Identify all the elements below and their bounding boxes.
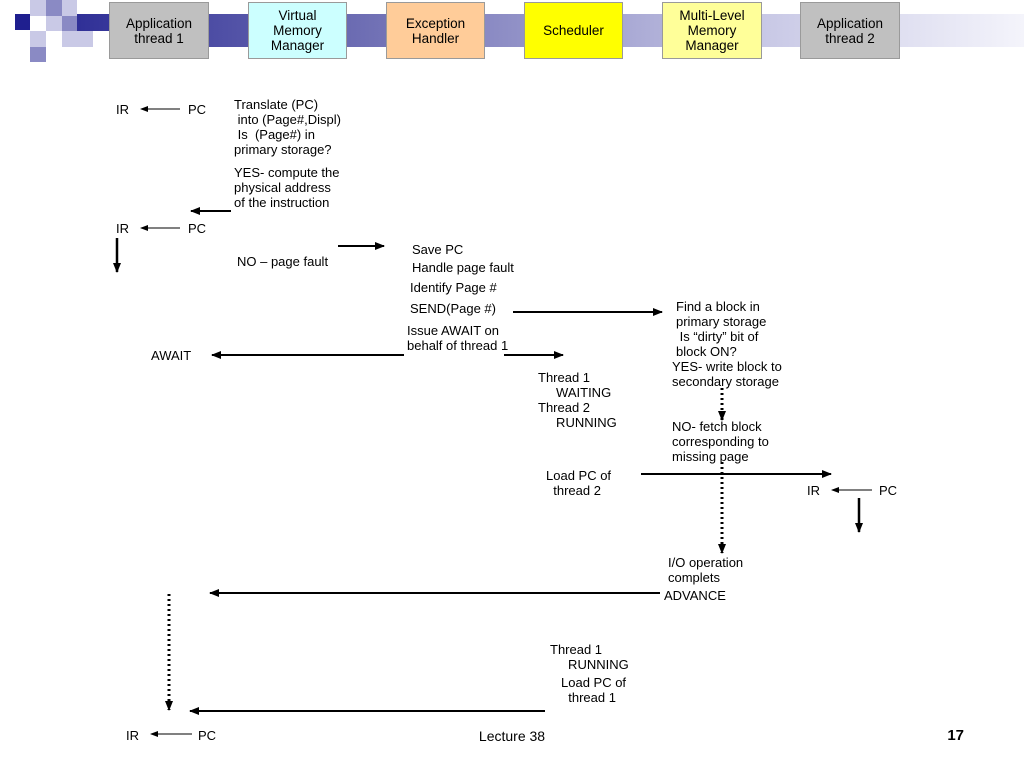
label-save-pc: Save PC [412,242,464,257]
label-load-pc-thread-1: Load PC of thread 1 [561,675,627,705]
header-box-exception-handler: Exception Handler [386,2,485,59]
label-thread-status-waiting: Thread 1 WAITING Thread 2 RUNNING [538,370,617,430]
label-issue-await: Issue AWAIT on behalf of thread 1 [407,323,509,353]
label-load-pc-thread-2: Load PC of thread 2 [546,468,612,498]
label-yes-compute: YES- compute the physical address of the… [234,165,340,210]
label-pc-3: PC [879,483,898,498]
label-no-fetch: NO- fetch block corresponding to missing… [672,419,769,464]
label-pc-1: PC [188,102,207,117]
label-await: AWAIT [151,348,192,363]
header-box-application-thread-2: Application thread 2 [800,2,900,59]
label-send-page: SEND(Page #) [410,301,496,316]
header-box-virtual-memory-manager: Virtual Memory Manager [248,2,347,59]
label-ir-4: IR [126,728,139,743]
header-box-multi-level-memory-manager: Multi-Level Memory Manager [662,2,762,59]
label-pc-4: PC [198,728,217,743]
label-find-block: Find a block in primary storage Is “dirt… [676,299,767,359]
page-number: 17 [947,727,964,744]
label-ir-3: IR [807,483,820,498]
label-ir-1: IR [116,102,129,117]
label-handle-fault: Handle page fault [412,260,514,275]
label-pc-2: PC [188,221,207,236]
label-translate: Translate (PC) into (Page#,Displ) Is (Pa… [234,97,341,157]
header-box-application-thread-1: Application thread 1 [109,2,209,59]
label-identify-page: Identify Page # [410,280,497,295]
label-advance: ADVANCE [664,588,726,603]
footer-lecture-title: Lecture 38 [478,728,546,744]
label-io-complete: I/O operation complets [668,555,744,585]
label-no-page-fault: NO – page fault [237,254,329,269]
label-ir-2: IR [116,221,129,236]
label-thread-status-running: Thread 1 RUNNING [550,642,629,672]
label-yes-write: YES- write block to secondary storage [672,359,782,389]
header-box-scheduler: Scheduler [524,2,623,59]
